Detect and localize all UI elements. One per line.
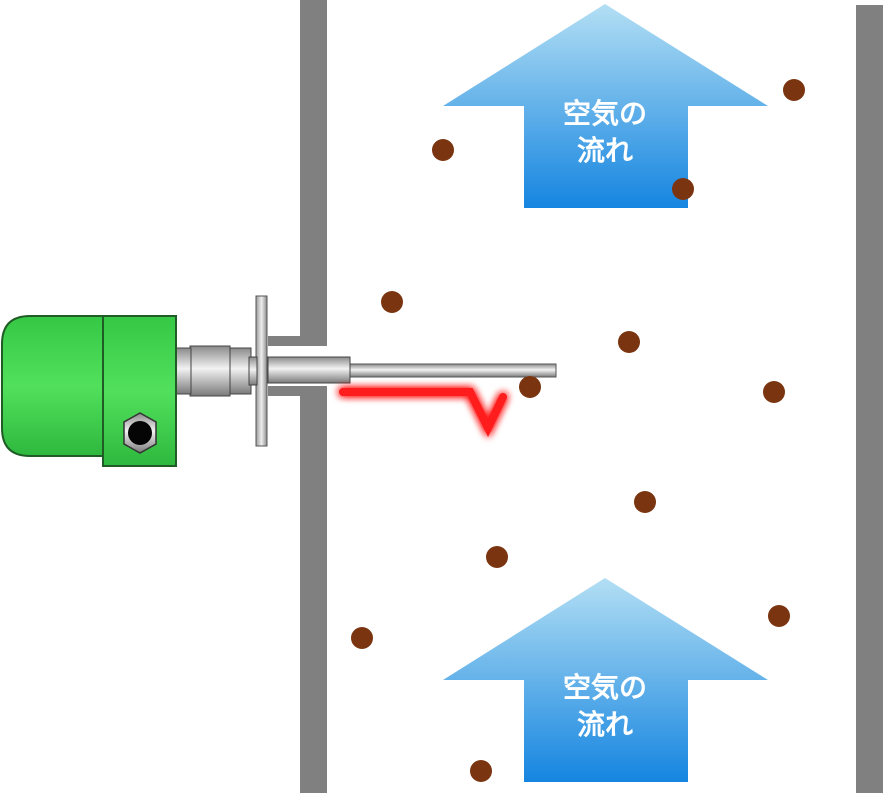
probe-rod [339, 363, 557, 378]
duct-walls [268, 0, 883, 793]
arrow-shape [443, 4, 768, 208]
dust-particle [618, 331, 640, 353]
fitting-neck [248, 356, 258, 386]
fitting-nut-left [174, 347, 192, 395]
airflow-label-line1: 空気の [563, 97, 647, 130]
cable-entry-hole-icon [128, 421, 152, 445]
dust-particle [486, 546, 508, 568]
dust-particle [672, 178, 694, 200]
dust-particle [634, 491, 656, 513]
dust-particle [763, 381, 785, 403]
sensor-housing-cover [1, 315, 104, 457]
dust-particle [381, 291, 403, 313]
dust-particle [351, 627, 373, 649]
airflow-label-line1: 空気の [563, 671, 647, 704]
fitting-body [189, 345, 231, 397]
dust-particle [768, 605, 790, 627]
dust-particle [470, 760, 492, 782]
sensor-unit [1, 295, 268, 467]
airflow-label-line2: 流れ [577, 134, 633, 167]
airflow-label-line2: 流れ [577, 708, 633, 741]
sensor-probe [267, 356, 557, 398]
fitting-nut-right [228, 347, 252, 395]
dust-particle [432, 139, 454, 161]
wall-port-top [268, 336, 327, 346]
left-duct-wall-lower [300, 392, 327, 793]
probe-sleeve [267, 356, 351, 384]
dust-particle [519, 376, 541, 398]
dust-particles [351, 79, 805, 782]
right-duct-wall [856, 5, 883, 793]
dust-particle [783, 79, 805, 101]
signal-waveform [339, 388, 507, 438]
mounting-flange [255, 295, 268, 447]
airflow-arrow-upper: 空気の 流れ [443, 4, 768, 208]
left-duct-wall-upper [300, 0, 327, 340]
wall-port-bottom [268, 386, 327, 396]
airflow-arrow-lower: 空気の 流れ [443, 578, 768, 782]
arrow-shape [443, 578, 768, 782]
